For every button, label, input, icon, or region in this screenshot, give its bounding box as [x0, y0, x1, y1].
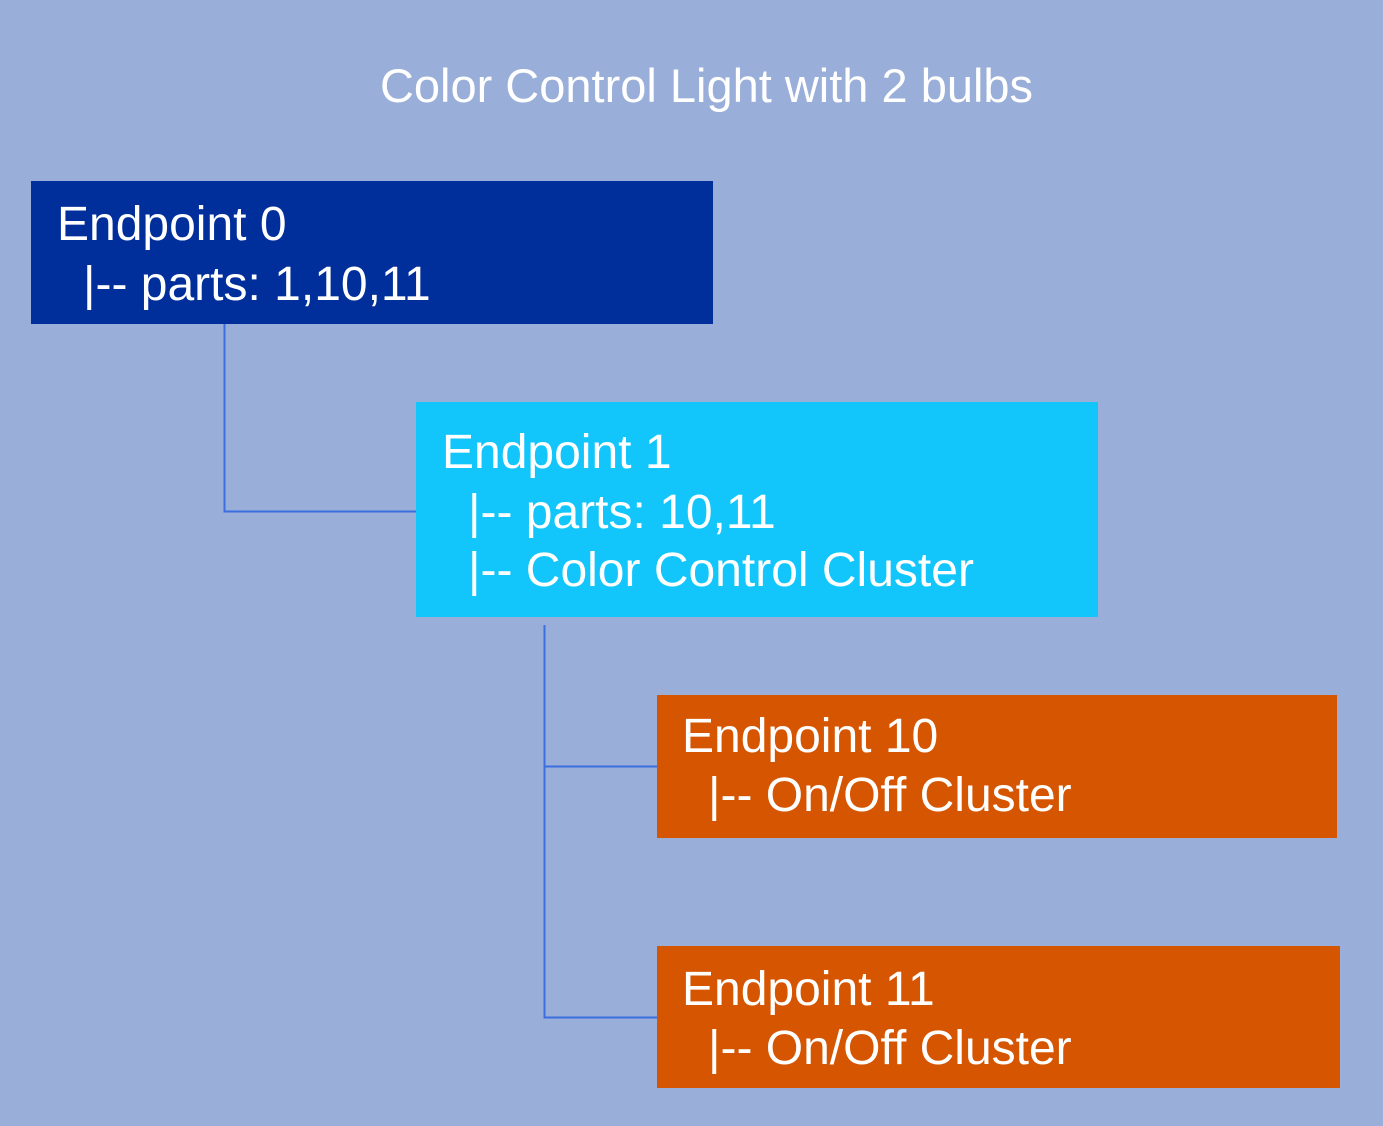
endpoint-1-parts: |-- parts: 10,11: [468, 486, 776, 539]
endpoint-10-heading: Endpoint 10: [682, 710, 939, 763]
endpoint-1-box: Endpoint 1 |-- parts: 10,11 |-- Color Co…: [416, 402, 1098, 617]
endpoint-11-onoff-cluster: |-- On/Off Cluster: [708, 1022, 1072, 1075]
endpoint-10-onoff-cluster: |-- On/Off Cluster: [708, 769, 1072, 822]
diagram-title: Color Control Light with 2 bulbs: [379, 59, 1034, 112]
endpoint-11-heading: Endpoint 11: [682, 963, 935, 1016]
endpoint-11-box: Endpoint 11 |-- On/Off Cluster: [657, 946, 1340, 1088]
endpoint-0-box: Endpoint 0 |-- parts: 1,10,11: [31, 181, 713, 324]
connector-ep0-ep1: [223, 324, 416, 513]
connector-ep1-ep11: [543, 766, 657, 1019]
endpoint-1-color-control-cluster: |-- Color Control Cluster: [468, 544, 974, 597]
endpoint-1-heading: Endpoint 1: [442, 426, 672, 479]
endpoint-0-parts: |-- parts: 1,10,11: [83, 258, 431, 311]
connector-ep1-ep10: [543, 625, 657, 768]
endpoint-0-heading: Endpoint 0: [57, 198, 287, 251]
endpoint-10-box: Endpoint 10 |-- On/Off Cluster: [657, 695, 1337, 838]
